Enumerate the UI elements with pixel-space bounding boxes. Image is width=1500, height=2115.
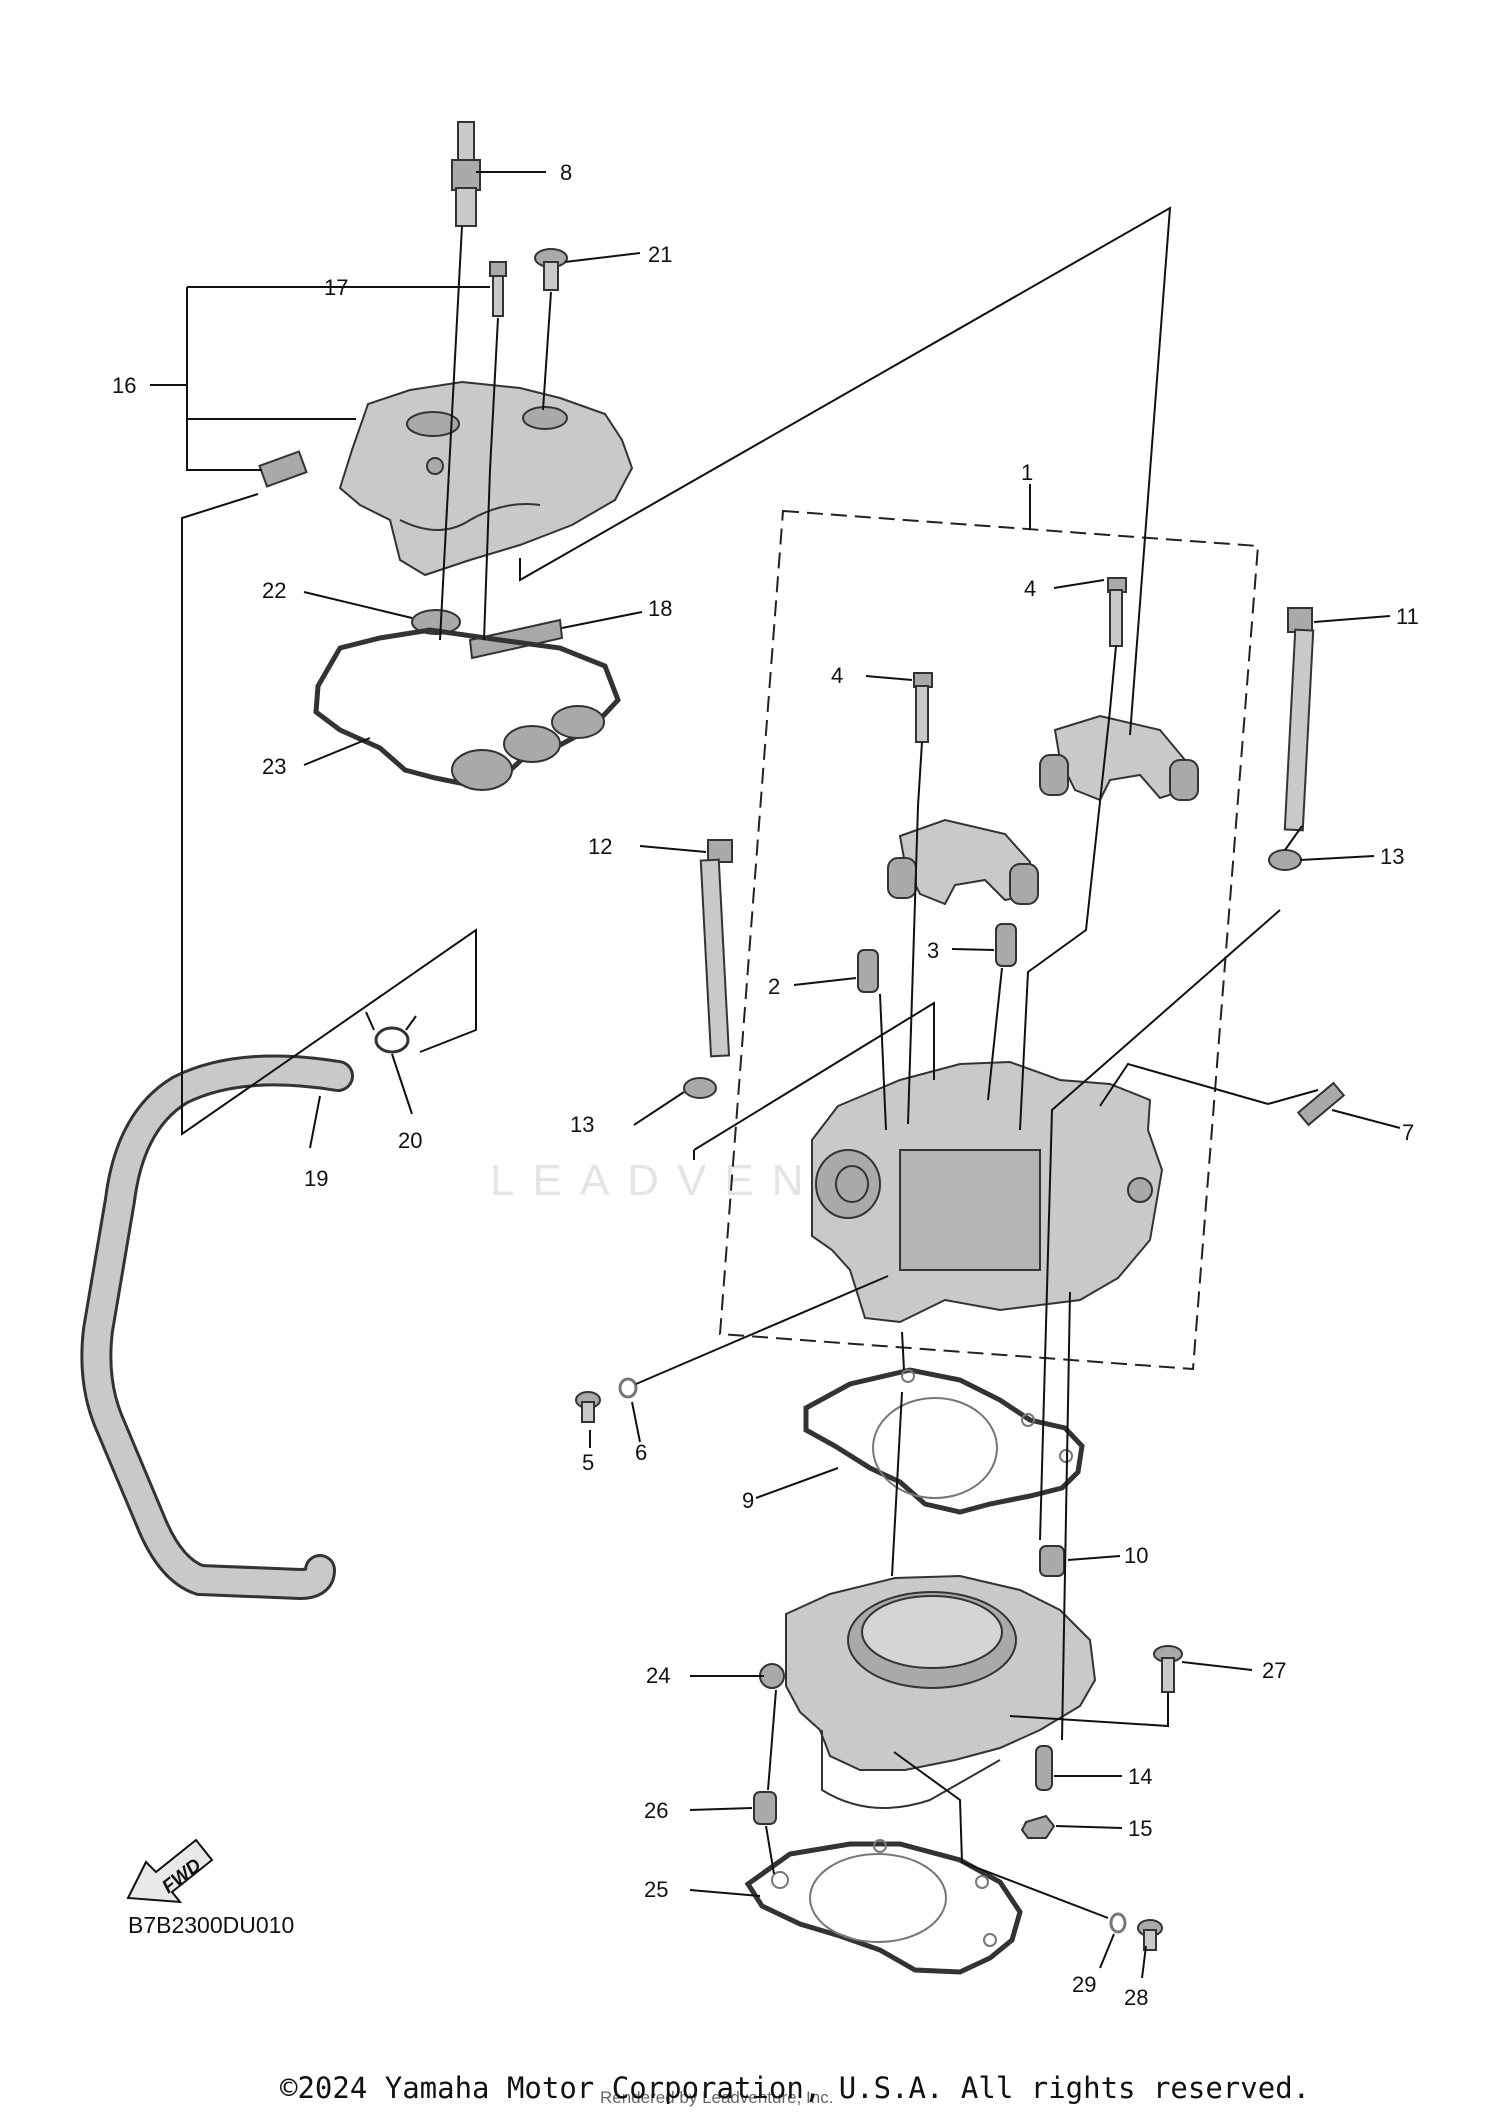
callout-label: 22	[262, 578, 286, 603]
callout-label: 27	[1262, 1658, 1286, 1683]
callout-label: 23	[262, 754, 286, 779]
part-stud-7-icon[interactable]	[1296, 1081, 1346, 1127]
part-oring-29-icon[interactable]	[1109, 1912, 1127, 1934]
callout-label: 2	[768, 974, 780, 999]
callout-label: 7	[1402, 1120, 1414, 1145]
callout-label: 21	[648, 242, 672, 267]
part-cylinder-head-cover-icon[interactable]	[338, 380, 634, 577]
watermark: LEADVEN	[490, 1156, 821, 1205]
callout-label: 1	[1021, 460, 1033, 485]
callout-label: 28	[1124, 1985, 1148, 2010]
callout-label: 18	[648, 596, 672, 621]
part-camshaft-cap-left-icon[interactable]	[887, 818, 1039, 906]
part-dowel-pin-10-icon[interactable]	[1039, 1545, 1065, 1577]
callout-label: 15	[1128, 1816, 1152, 1841]
part-dowel-pin-2-icon[interactable]	[857, 949, 879, 993]
callout-label: 4	[831, 663, 843, 688]
forward-direction-arrow-icon: FWD	[126, 1838, 214, 1904]
callout-label: 3	[927, 938, 939, 963]
part-small-bolt-28-icon[interactable]	[1137, 1919, 1163, 1951]
callout-label: 14	[1128, 1764, 1152, 1789]
callout-label: 4	[1024, 576, 1036, 601]
callout-label: 13	[570, 1112, 594, 1137]
callout-label: 26	[644, 1798, 668, 1823]
part-cylinder-block-icon[interactable]	[759, 1574, 1097, 1809]
callout-label: 24	[646, 1663, 670, 1688]
part-cover-gasket-strip-icon[interactable]	[468, 618, 564, 660]
callout-label: 29	[1072, 1972, 1096, 1997]
leader-lines	[150, 171, 1401, 1979]
rendered-by-text: Rendered by Leadventure, Inc.	[600, 2088, 833, 2107]
callout-label: 17	[324, 275, 348, 300]
callout-labels: 1 2 3 4 4 5 6 7 8 9 10 11 12 13 13 14 15…	[112, 160, 1419, 2010]
callout-label: 10	[1124, 1543, 1148, 1568]
callout-label: 16	[112, 373, 136, 398]
part-oring-6-icon[interactable]	[618, 1377, 638, 1399]
part-cylinder-head-gasket-icon[interactable]	[803, 1367, 1085, 1515]
part-camshaft-cap-bolt-2-icon[interactable]	[913, 672, 933, 743]
part-washer-13-upper-icon[interactable]	[1268, 849, 1302, 871]
part-plug-seal-icon[interactable]	[411, 609, 461, 635]
part-nut-15-icon[interactable]	[1020, 1814, 1056, 1839]
callout-label: 20	[398, 1128, 422, 1153]
part-long-head-bolt-icon[interactable]	[1283, 607, 1315, 832]
part-cover-plug-icon[interactable]	[258, 450, 308, 488]
part-cylinder-base-gasket-icon[interactable]	[744, 1839, 1023, 1975]
callout-label: 9	[742, 1488, 754, 1513]
part-cover-bolt-icon[interactable]	[534, 248, 568, 291]
part-dowel-pin-3-icon[interactable]	[995, 923, 1017, 967]
part-camshaft-cap-bolt-icon[interactable]	[1107, 577, 1127, 647]
part-washer-13-lower-icon[interactable]	[683, 1077, 717, 1099]
part-camshaft-cap-right-icon[interactable]	[1039, 714, 1199, 802]
diagram-code: B7B2300DU010	[128, 1912, 294, 1938]
part-gasket-lobes-icon	[451, 705, 605, 791]
callout-label: 8	[560, 160, 572, 185]
part-dowel-pin-14-icon[interactable]	[1035, 1745, 1053, 1791]
callout-label: 13	[1380, 844, 1404, 869]
callout-label: 19	[304, 1166, 328, 1191]
part-hose-clip-icon[interactable]	[365, 1011, 417, 1054]
callout-label: 11	[1396, 604, 1419, 629]
callout-label: 5	[582, 1450, 594, 1475]
copyright-text: ©2024 Yamaha Motor Corporation, U.S.A. A…	[280, 2071, 1310, 2105]
part-stud-bolt-icon[interactable]	[489, 261, 507, 317]
callout-label: 12	[588, 834, 612, 859]
cylinder-head-assembly-boundary	[718, 509, 1260, 1371]
callout-label: 6	[635, 1440, 647, 1465]
callout-label: 25	[644, 1877, 668, 1902]
part-cylinder-bolt-27-icon[interactable]	[1153, 1645, 1183, 1693]
part-long-head-bolt-2-icon[interactable]	[699, 839, 733, 1058]
part-small-bolt-5-icon[interactable]	[575, 1391, 601, 1423]
part-cylinder-head-icon[interactable]	[811, 1060, 1164, 1324]
part-breather-hose-fill	[83, 1057, 351, 1598]
part-dowel-pin-26-icon[interactable]	[753, 1791, 777, 1825]
part-spark-plug-icon[interactable]	[451, 121, 481, 227]
